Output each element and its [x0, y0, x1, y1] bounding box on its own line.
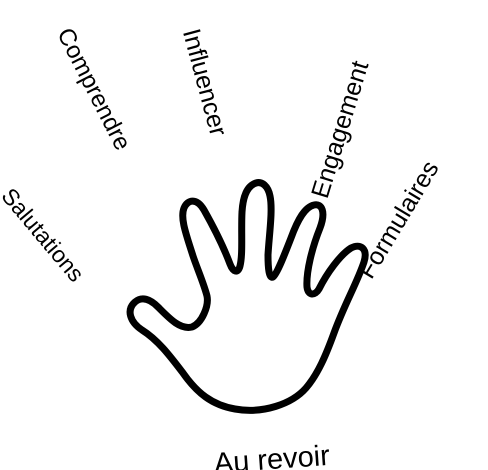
hand-outline	[130, 183, 365, 411]
label-au-revoir: Au revoir	[213, 442, 331, 470]
